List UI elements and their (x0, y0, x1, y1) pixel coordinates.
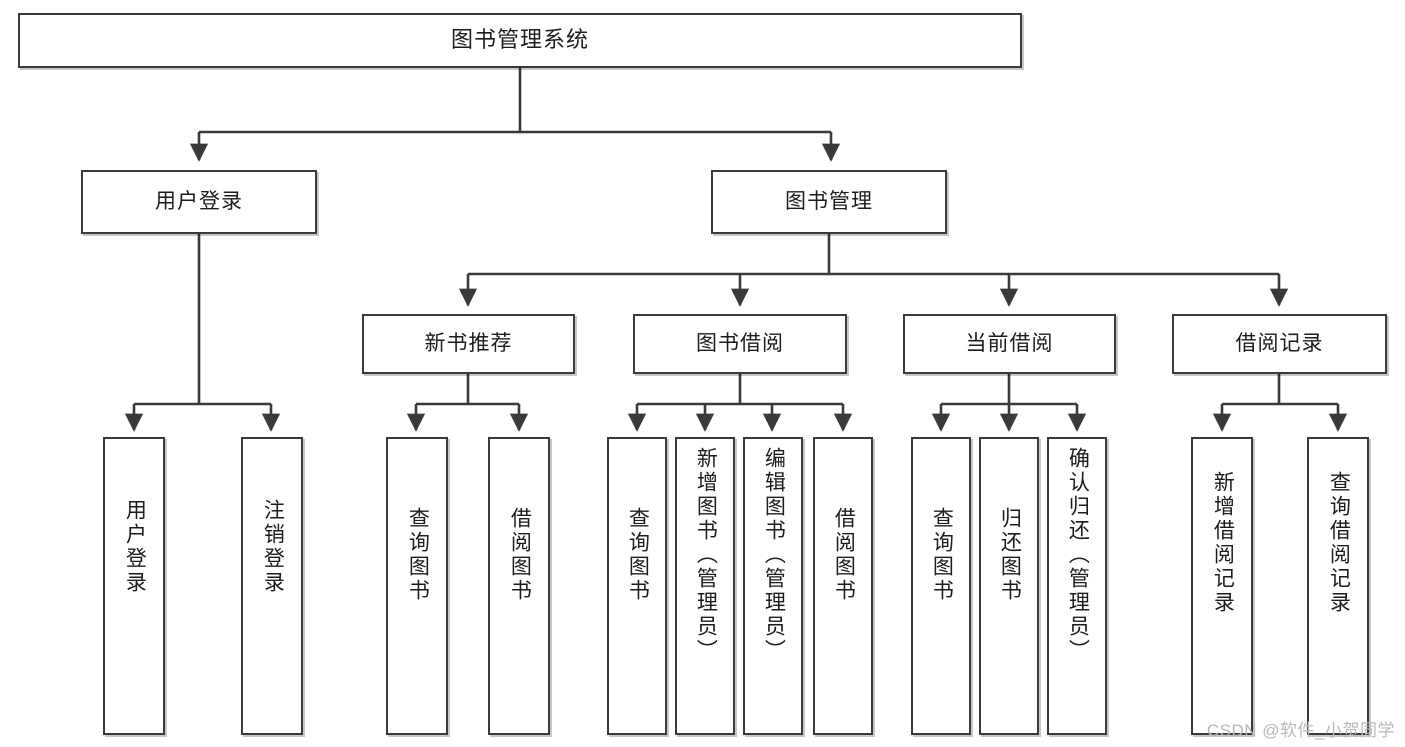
node-label: 用户登录 (123, 499, 147, 595)
node-label: 新增图书（管理员） (694, 447, 718, 663)
node-label: 查询借阅记录 (1327, 471, 1351, 615)
node-label: 确认归还（管理员） (1066, 447, 1090, 663)
node-label: 新书推荐 (424, 332, 513, 356)
node-book-borrow[interactable]: 图书借阅 (633, 314, 847, 374)
node-label: 图书管理系统 (450, 27, 589, 53)
node-label: 查询图书 (626, 507, 650, 603)
leaf-borrow-edit-book-admin[interactable]: 编辑图书（管理员） (743, 437, 803, 735)
node-user-login[interactable]: 用户登录 (81, 170, 317, 234)
leaf-borrow-add-book-admin[interactable]: 新增图书（管理员） (675, 437, 735, 735)
node-label: 图书管理 (785, 190, 873, 214)
node-borrow-record[interactable]: 借阅记录 (1172, 314, 1387, 374)
node-label: 图书借阅 (696, 332, 784, 356)
node-new-book-recommend[interactable]: 新书推荐 (362, 314, 575, 374)
node-label: 借阅图书 (832, 507, 856, 603)
node-label: 新增借阅记录 (1211, 471, 1235, 615)
node-label: 归还图书 (998, 507, 1022, 603)
node-root-system[interactable]: 图书管理系统 (18, 13, 1022, 68)
node-label: 用户登录 (155, 190, 243, 214)
node-label: 借阅图书 (508, 507, 532, 603)
node-label: 编辑图书（管理员） (762, 447, 786, 663)
leaf-record-add-record[interactable]: 新增借阅记录 (1191, 437, 1253, 735)
watermark-text: CSDN @软件_小贺同学 (1206, 721, 1395, 740)
node-label: 查询图书 (930, 507, 954, 603)
leaf-recommend-query-book[interactable]: 查询图书 (386, 437, 448, 735)
leaf-current-query-book[interactable]: 查询图书 (911, 437, 971, 735)
leaf-user-login-login[interactable]: 用户登录 (103, 437, 165, 735)
leaf-user-login-logout[interactable]: 注销登录 (241, 437, 303, 735)
node-label: 当前借阅 (965, 332, 1054, 356)
leaf-current-confirm-return-admin[interactable]: 确认归还（管理员） (1047, 437, 1107, 735)
node-label: 借阅记录 (1235, 332, 1324, 356)
leaf-record-query-record[interactable]: 查询借阅记录 (1307, 437, 1369, 735)
node-label: 注销登录 (261, 499, 285, 595)
node-current-borrow[interactable]: 当前借阅 (903, 314, 1116, 374)
leaf-recommend-borrow-book[interactable]: 借阅图书 (488, 437, 550, 735)
node-label: 查询图书 (406, 507, 430, 603)
leaf-borrow-query-book[interactable]: 查询图书 (607, 437, 667, 735)
node-book-management[interactable]: 图书管理 (711, 170, 947, 234)
leaf-current-return-book[interactable]: 归还图书 (979, 437, 1039, 735)
leaf-borrow-borrow-book[interactable]: 借阅图书 (813, 437, 873, 735)
